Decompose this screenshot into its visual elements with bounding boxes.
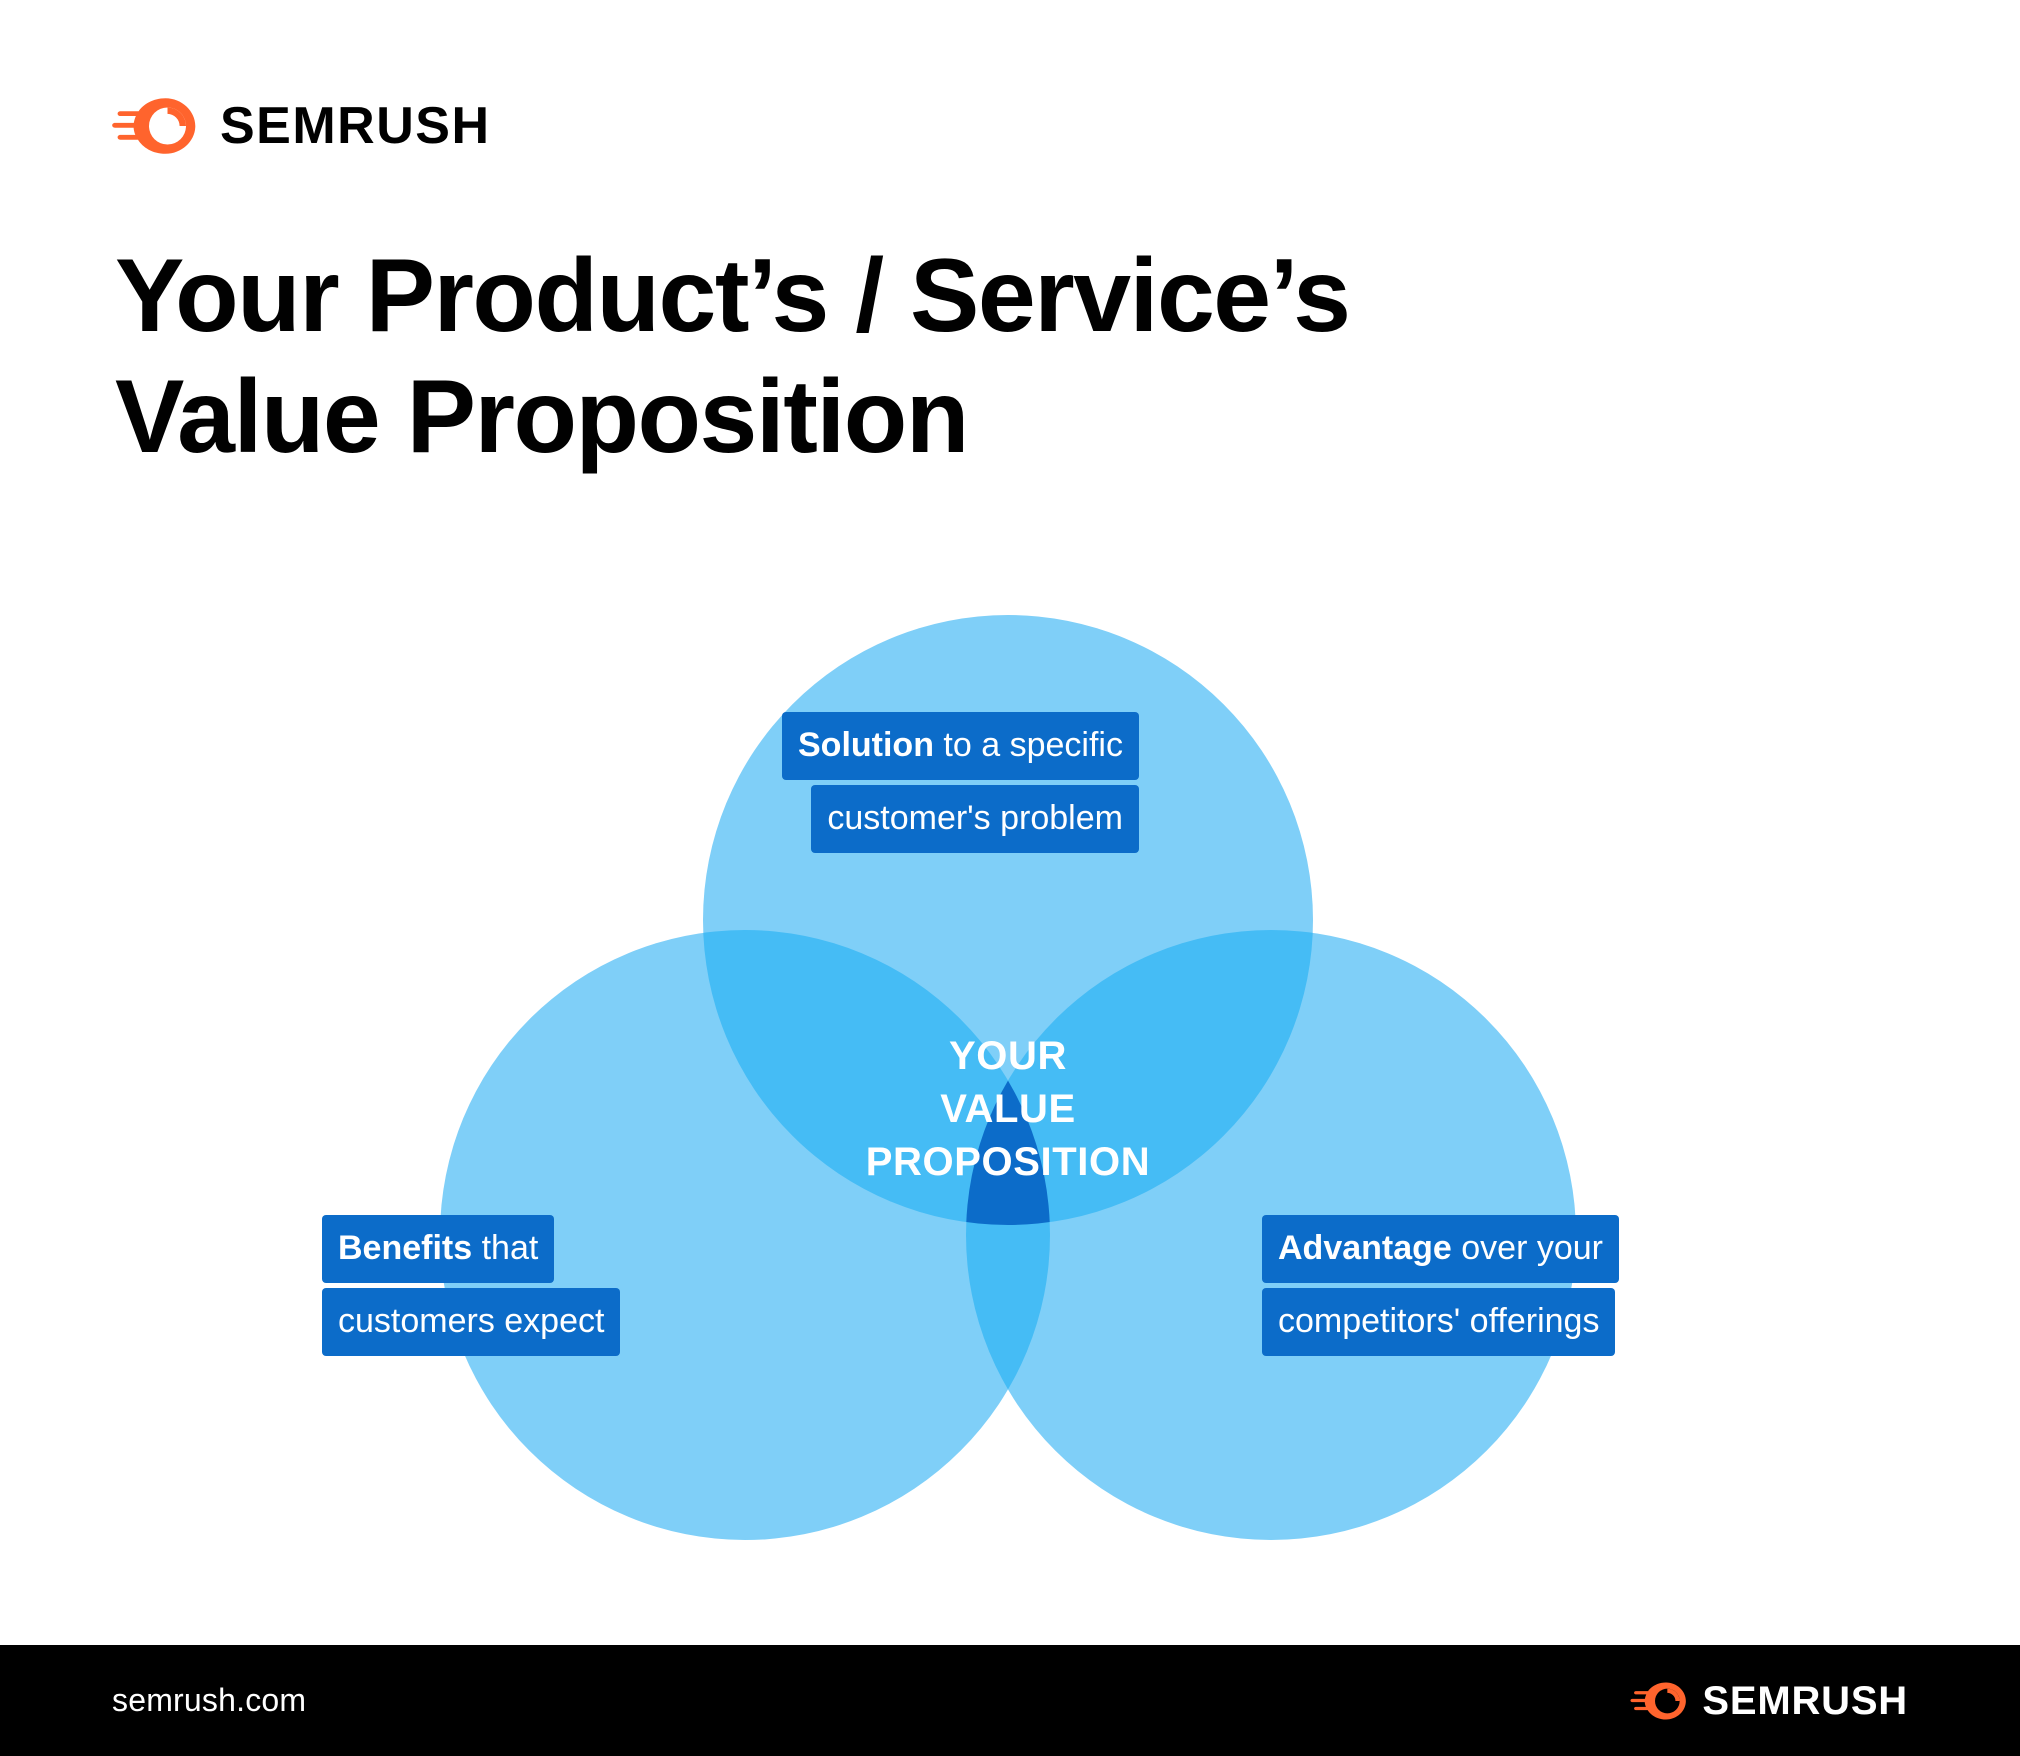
callout-solution-badge-1: Solution to a specific xyxy=(782,712,1139,780)
page-title-line-2: Value Proposition xyxy=(115,358,969,475)
callout-benefits-row-2: customers expect xyxy=(322,1288,621,1356)
footer-url[interactable]: semrush.com xyxy=(112,1682,307,1718)
callout-solution: Solution to a specific customer's proble… xyxy=(782,712,1139,853)
header-brand-logo: SEMRUSH xyxy=(112,96,491,156)
page-title: Your Product’s / Service’s Value Proposi… xyxy=(115,236,1615,477)
callout-advantage-row-2: competitors' offerings xyxy=(1262,1288,1619,1356)
callout-advantage-row-1: Advantage over your xyxy=(1262,1215,1620,1283)
callout-benefits-keyword: Benefits xyxy=(338,1229,473,1267)
callout-advantage-keyword: Advantage xyxy=(1278,1229,1452,1267)
callout-solution-keyword: Solution xyxy=(798,726,934,764)
footer-bar: semrush.com SEMRUSH xyxy=(0,1645,2020,1756)
brand-wordmark: SEMRUSH xyxy=(220,97,491,155)
page-title-line-1: Your Product’s / Service’s xyxy=(115,238,1351,354)
semrush-comet-icon xyxy=(112,98,196,154)
callout-solution-badge-2: customer's problem xyxy=(811,785,1139,853)
venn-overlap-top-left xyxy=(703,930,1050,1225)
callout-solution-row-1: Solution to a specific xyxy=(782,712,1139,780)
callout-benefits-badge-1: Benefits that xyxy=(322,1215,555,1283)
venn-overlap-top-right xyxy=(966,930,1313,1225)
callout-benefits-row-1: Benefits that xyxy=(322,1215,620,1283)
callout-benefits-badge-2: customers expect xyxy=(322,1288,621,1356)
footer-brand-wordmark: SEMRUSH xyxy=(1702,1678,1908,1723)
callout-solution-rest: to a specific xyxy=(933,726,1123,764)
callout-advantage: Advantage over your competitors' offerin… xyxy=(1262,1215,1620,1356)
footer-brand-logo: SEMRUSH xyxy=(1630,1681,1908,1721)
semrush-comet-icon xyxy=(1630,1681,1687,1720)
callout-advantage-rest: over your xyxy=(1451,1229,1604,1267)
callout-solution-row-2: customer's problem xyxy=(782,785,1139,853)
callout-advantage-badge-1: Advantage over your xyxy=(1262,1215,1620,1283)
callout-benefits-rest: that xyxy=(472,1229,539,1267)
callout-advantage-badge-2: competitors' offerings xyxy=(1262,1288,1616,1356)
callout-benefits: Benefits that customers expect xyxy=(322,1215,621,1356)
